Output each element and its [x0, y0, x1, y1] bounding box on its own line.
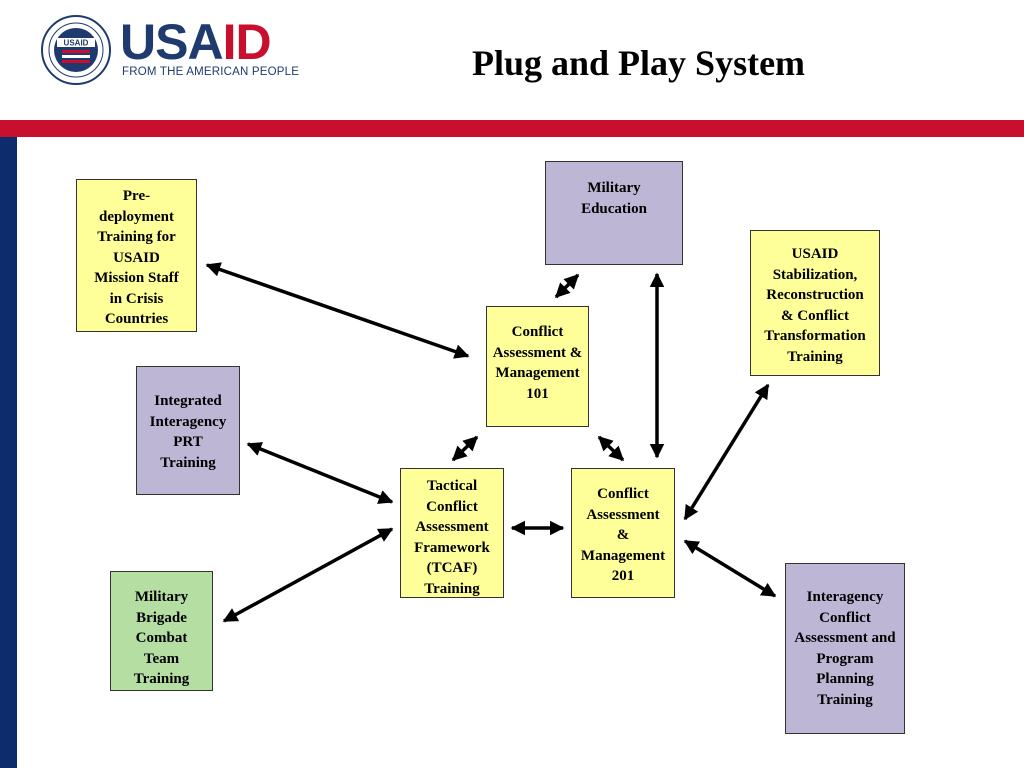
wordmark-usa: USA — [120, 14, 224, 70]
arrow-cam-201-usaid-stabilization — [683, 383, 770, 521]
seal-text: USAID — [64, 39, 89, 48]
page-title: Plug and Play System — [472, 43, 806, 83]
node-pre-deployment: Pre- deployment Training for USAID Missi… — [76, 179, 197, 332]
node-label: Integrated Interagency PRT Training — [149, 393, 227, 471]
arrow-cam-201-interagency-conflict — [683, 539, 777, 598]
usaid-tagline: FROM THE AMERICAN PEOPLE — [122, 66, 300, 78]
node-cam-101: Conflict Assessment & Management 101 — [486, 306, 589, 427]
arrow-cam-101-cam-201 — [597, 435, 625, 462]
node-military-education: Military Education — [545, 161, 683, 265]
node-integrated-prt: Integrated Interagency PRT Training — [136, 366, 240, 495]
node-interagency-conflict: Interagency Conflict Assessment and Prog… — [785, 563, 905, 734]
node-label: Interagency Conflict Assessment and Prog… — [794, 589, 896, 708]
header-divider-bar — [0, 120, 1024, 137]
arrow-pre-deployment-cam-101 — [205, 262, 470, 359]
arrow-cam-101-tcaf — [451, 435, 479, 462]
node-label: Tactical Conflict Assessment Framework (… — [414, 478, 490, 597]
node-usaid-stabilization: USAID Stabilization, Reconstruction & Co… — [750, 230, 880, 376]
node-tcaf: Tactical Conflict Assessment Framework (… — [400, 468, 504, 598]
usaid-logo: USAID USAID FROM THE AMERICAN PEOPLE — [40, 14, 299, 86]
left-accent-bar — [0, 137, 17, 768]
arrow-integrated-prt-tcaf — [246, 442, 394, 504]
node-label: Conflict Assessment & Management 101 — [492, 324, 583, 402]
usaid-wordmark: USAID — [120, 14, 272, 70]
arrow-military-brigade-tcaf — [222, 527, 394, 623]
usaid-seal-icon: USAID — [41, 15, 111, 85]
node-label: USAID Stabilization, Reconstruction & Co… — [764, 246, 866, 365]
node-label: Pre- deployment Training for USAID Missi… — [94, 188, 179, 327]
node-label: Military Brigade Combat Team Training — [133, 589, 190, 687]
slide-header: USAID USAID FROM THE AMERICAN PEOPLE Plu… — [0, 0, 1024, 120]
arrow-military-education-cam-101 — [554, 273, 580, 299]
node-cam-201: Conflict Assessment & Management 201 — [571, 468, 675, 598]
wordmark-id: ID — [222, 14, 272, 70]
node-military-brigade: Military Brigade Combat Team Training — [110, 571, 213, 691]
node-label: Conflict Assessment & Management 201 — [580, 486, 666, 584]
node-label: Military Education — [581, 180, 647, 217]
